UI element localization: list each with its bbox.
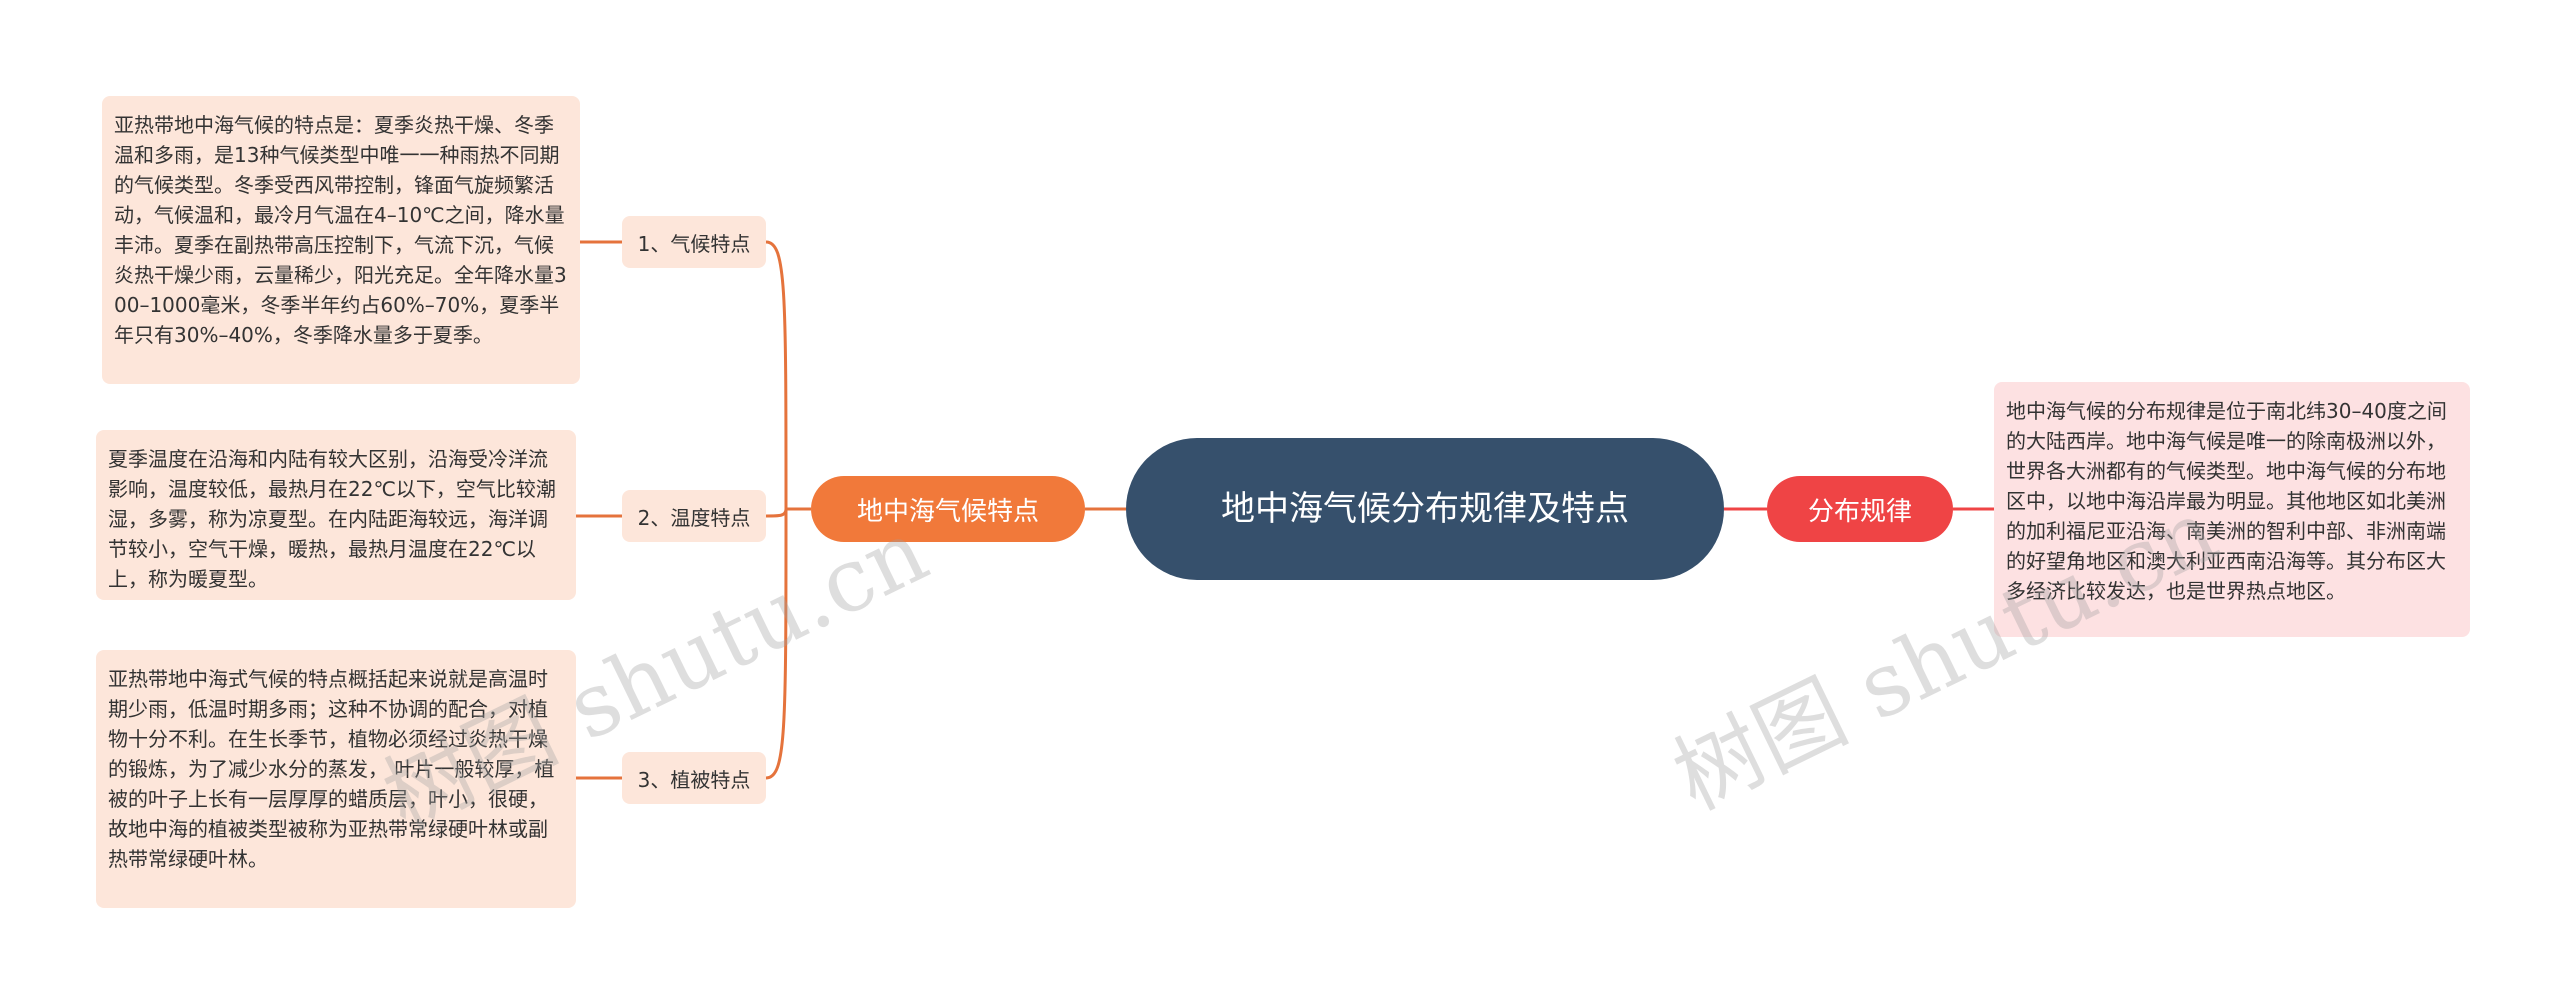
detail-temperature-text: 夏季温度在沿海和内陆有较大区别，沿海受冷洋流影响，温度较低，最热月在22℃以下，… bbox=[108, 447, 556, 591]
detail-vegetation[interactable]: 亚热带地中海式气候的特点概括起来说就是高温时期少雨，低温时期多雨；这种不协调的配… bbox=[96, 650, 576, 908]
connector-to-sub-1 bbox=[765, 240, 788, 510]
subtopic-temperature[interactable]: 2、温度特点 bbox=[622, 490, 766, 542]
detail-temperature[interactable]: 夏季温度在沿海和内陆有较大区别，沿海受冷洋流影响，温度较低，最热月在22℃以下，… bbox=[96, 430, 576, 600]
branch-climate-features-label: 地中海气候特点 bbox=[856, 496, 1039, 527]
detail-vegetation-text: 亚热带地中海式气候的特点概括起来说就是高温时期少雨，低温时期多雨；这种不协调的配… bbox=[108, 667, 555, 871]
detail-climate[interactable]: 亚热带地中海气候的特点是：夏季炎热干燥、冬季温和多雨，是13种气候类型中唯一一种… bbox=[102, 96, 580, 384]
subtopic-climate[interactable]: 1、气候特点 bbox=[622, 216, 766, 268]
connector-to-sub-2 bbox=[765, 508, 788, 518]
subtopic-climate-label: 1、气候特点 bbox=[637, 231, 751, 256]
detail-climate-text: 亚热带地中海气候的特点是：夏季炎热干燥、冬季温和多雨，是13种气候类型中唯一一种… bbox=[114, 113, 567, 347]
detail-distribution[interactable]: 地中海气候的分布规律是位于南北纬30–40度之间的大陆西岸。地中海气候是唯一的除… bbox=[1994, 382, 2470, 637]
branch-distribution-label: 分布规律 bbox=[1807, 496, 1912, 527]
root-topic[interactable]: 地中海气候分布规律及特点 bbox=[1126, 438, 1724, 580]
subtopic-vegetation[interactable]: 3、植被特点 bbox=[622, 752, 766, 804]
connector-to-sub-3 bbox=[765, 508, 788, 780]
branch-climate-features[interactable]: 地中海气候特点 bbox=[811, 476, 1085, 542]
subtopic-temperature-label: 2、温度特点 bbox=[637, 505, 751, 530]
branch-distribution[interactable]: 分布规律 bbox=[1767, 476, 1953, 542]
subtopic-vegetation-label: 3、植被特点 bbox=[637, 767, 751, 792]
root-topic-label: 地中海气候分布规律及特点 bbox=[1221, 489, 1629, 529]
detail-distribution-text: 地中海气候的分布规律是位于南北纬30–40度之间的大陆西岸。地中海气候是唯一的除… bbox=[2006, 399, 2447, 603]
